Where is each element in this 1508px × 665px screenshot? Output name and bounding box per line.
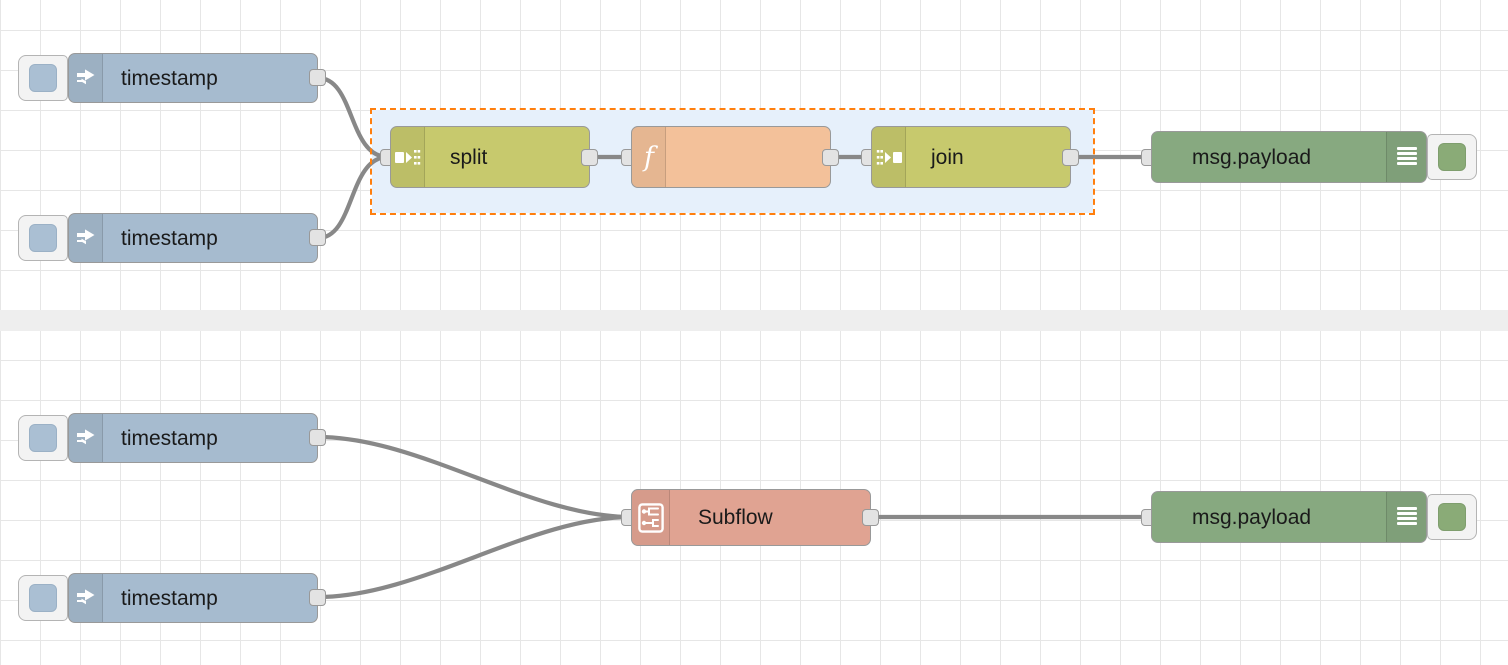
svg-text:f: f [642, 142, 658, 172]
node-label: Subflow [698, 506, 773, 529]
inject-button-pad [29, 584, 57, 612]
node-debug-1[interactable]: msg.payload [1151, 131, 1427, 183]
inject-trigger-button[interactable] [18, 575, 68, 621]
output-port[interactable] [309, 229, 326, 246]
subflow-icon [632, 490, 670, 545]
inject-arrow-icon [69, 214, 103, 262]
function-f-icon: f [632, 127, 666, 187]
inject-button-pad [29, 64, 57, 92]
node-inject-timestamp-2[interactable]: timestamp [68, 213, 318, 263]
node-join[interactable]: join [871, 126, 1071, 188]
debug-toggle-button[interactable] [1427, 134, 1477, 180]
inject-trigger-button[interactable] [18, 55, 68, 101]
output-port[interactable] [581, 149, 598, 166]
output-port[interactable] [862, 509, 879, 526]
output-port[interactable] [822, 149, 839, 166]
node-label: timestamp [121, 586, 218, 610]
output-port[interactable] [309, 589, 326, 606]
inject-trigger-button[interactable] [18, 415, 68, 461]
output-port[interactable] [309, 429, 326, 446]
node-label: timestamp [121, 226, 218, 250]
inject-button-pad [29, 224, 57, 252]
node-subflow[interactable]: Subflow [631, 489, 871, 546]
node-label: msg.payload [1192, 145, 1312, 169]
node-inject-timestamp-1[interactable]: timestamp [68, 53, 318, 103]
output-port[interactable] [1062, 149, 1079, 166]
node-label: timestamp [121, 426, 218, 450]
output-port[interactable] [309, 69, 326, 86]
node-label: split [450, 145, 488, 169]
node-function[interactable]: f [631, 126, 831, 188]
node-inject-timestamp-4[interactable]: timestamp [68, 573, 318, 623]
debug-lines-icon [1386, 132, 1426, 182]
inject-button-pad [29, 424, 57, 452]
node-split[interactable]: split [390, 126, 590, 188]
debug-lines-icon [1386, 492, 1426, 542]
inject-arrow-icon [69, 54, 103, 102]
join-icon [872, 127, 906, 187]
node-label: timestamp [121, 66, 218, 90]
split-icon [391, 127, 425, 187]
inject-arrow-icon [69, 574, 103, 622]
node-debug-2[interactable]: msg.payload [1151, 491, 1427, 543]
debug-button-pad [1438, 503, 1466, 531]
selection-rectangle [370, 108, 1095, 215]
node-label: msg.payload [1192, 505, 1312, 529]
node-inject-timestamp-3[interactable]: timestamp [68, 413, 318, 463]
inject-arrow-icon [69, 414, 103, 462]
node-label: join [931, 145, 964, 169]
flow-canvas-divider [0, 310, 1508, 331]
debug-toggle-button[interactable] [1427, 494, 1477, 540]
debug-button-pad [1438, 143, 1466, 171]
inject-trigger-button[interactable] [18, 215, 68, 261]
